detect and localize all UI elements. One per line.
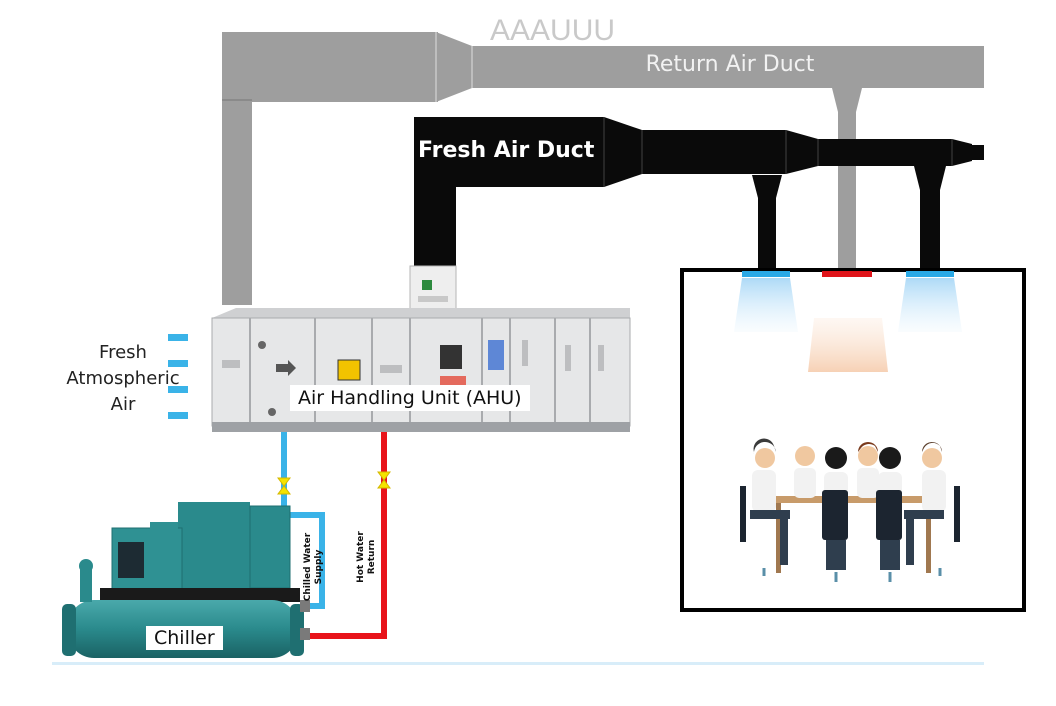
supply-diffuser-left [742, 271, 790, 277]
chiller-label: Chiller [146, 626, 223, 650]
hot-water-return-label: Hot Water Return [356, 522, 378, 592]
air-handling-unit [211, 308, 631, 432]
fresh-air-duct-label: Fresh Air Duct [418, 138, 595, 163]
meeting-people-illustration [740, 438, 960, 582]
fresh-atmospheric-air-line: Air [110, 394, 136, 415]
return-air-duct [222, 32, 984, 305]
fresh-atmospheric-air-label: Fresh Atmospheric Air [58, 340, 188, 418]
ground-line [52, 662, 984, 665]
caution-sign-icon [337, 359, 361, 381]
chilled-water-supply-label: Chilled Water Supply [303, 532, 325, 602]
hot-water-pipe [300, 432, 387, 639]
warm-air-plume [808, 318, 888, 372]
pipe-valve-icon [277, 471, 391, 495]
room-outline [680, 268, 1026, 612]
fresh-air-flow-dashes [168, 334, 188, 419]
return-air-duct-label: Return Air Duct [645, 52, 815, 77]
cut-off-title-fragment: AAAUUU [490, 14, 615, 47]
chiller-unit [62, 502, 310, 658]
hot-water-return-line: Hot Water [356, 531, 366, 583]
supply-diffuser-right [906, 271, 954, 277]
fresh-air-intake-box [409, 265, 457, 311]
cool-air-plume-right [898, 278, 962, 332]
fresh-air-duct [414, 117, 984, 270]
return-air-grille [822, 271, 872, 277]
fresh-atmospheric-air-line: Fresh [99, 342, 147, 363]
arrow-right-icon [276, 360, 296, 376]
chilled-water-supply-line: Supply [314, 549, 324, 585]
hot-water-return-line: Return [367, 539, 377, 575]
cool-air-plume-left [734, 278, 798, 332]
ahu-label: Air Handling Unit (AHU) [290, 385, 530, 411]
fresh-atmospheric-air-line: Atmospheric [66, 368, 180, 389]
chilled-water-supply-line: Chilled Water [303, 532, 313, 602]
